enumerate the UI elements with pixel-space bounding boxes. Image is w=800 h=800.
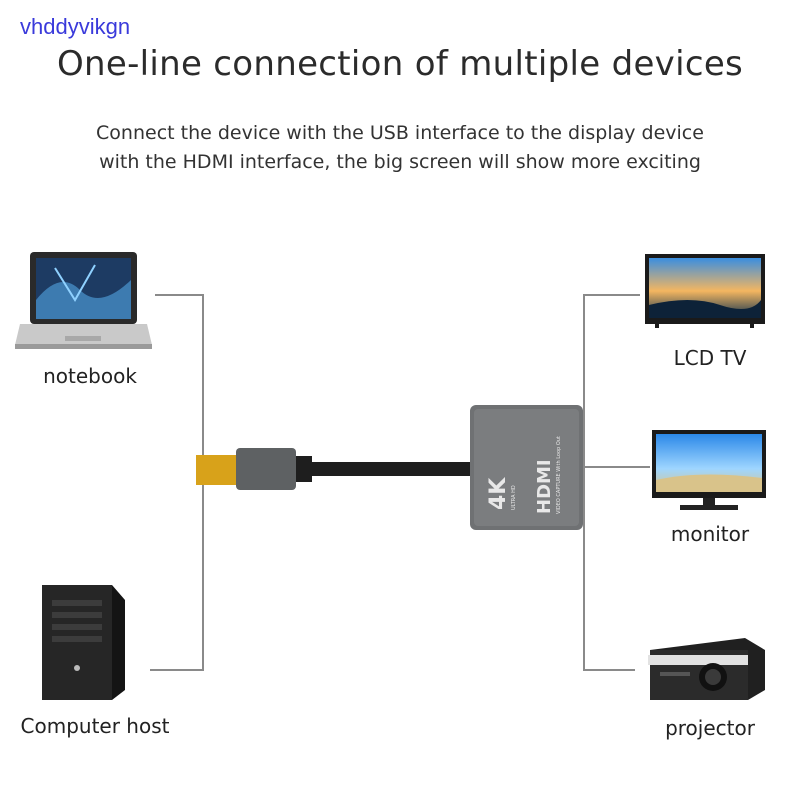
notebook-icon: [15, 252, 152, 349]
computer-host-icon: [42, 585, 125, 700]
line-notebook: [150, 294, 204, 671]
watermark: vhddyvikgn: [20, 14, 131, 39]
lcd-tv-label: LCD TV: [673, 346, 747, 370]
computer-host-label: Computer host: [20, 714, 170, 738]
adapter-badge-sub: ULTRA HD: [511, 485, 517, 510]
monitor-label: monitor: [670, 522, 750, 546]
adapter-brand: HDMI: [534, 459, 555, 514]
usb-cable: [196, 448, 470, 490]
projector-icon: [648, 638, 765, 700]
subtitle-line-1: Connect the device with the USB interfac…: [96, 122, 704, 144]
line-tv: [583, 294, 640, 671]
adapter-badge: 4K: [486, 477, 511, 510]
subtitle-line-2: with the HDMI interface, the big screen …: [99, 151, 701, 173]
page-title: One-line connection of multiple devices: [56, 44, 744, 84]
notebook-label: notebook: [43, 364, 137, 388]
hdmi-adapter: 4K ULTRA HD HDMI VIDEO CAPTURE With Loop…: [470, 405, 583, 530]
lcd-tv-icon: [645, 254, 765, 328]
adapter-brand-sub: VIDEO CAPTURE With Loop Out: [556, 436, 562, 514]
projector-label: projector: [665, 716, 755, 740]
monitor-icon: [652, 430, 766, 510]
